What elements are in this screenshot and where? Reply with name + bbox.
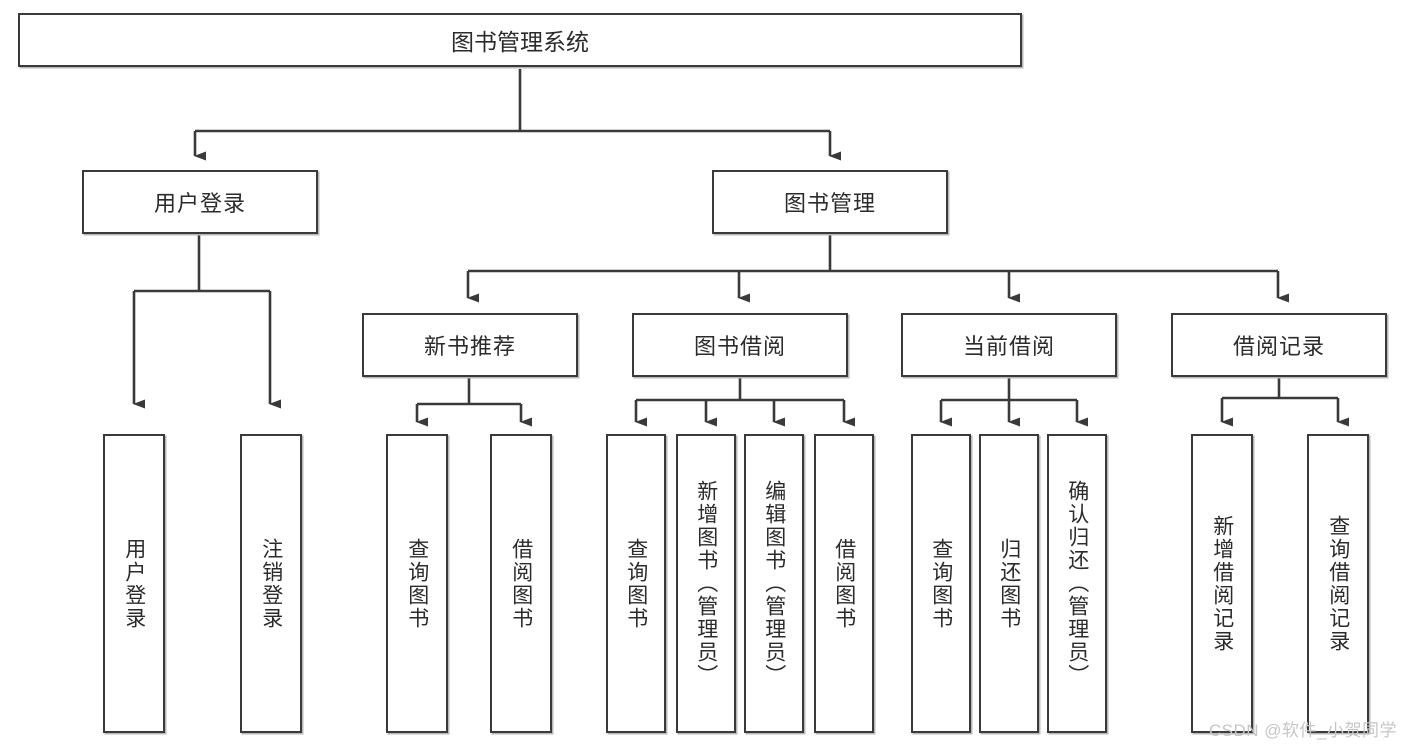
node-borrow-record-label: 借阅记录 bbox=[1232, 334, 1325, 359]
leaf-book-borrow-edit-label: 编辑图书（管理员） bbox=[762, 480, 786, 687]
leaf-user-login-login[interactable]: 用户登录 bbox=[103, 434, 165, 733]
leaf-current-borrow-return[interactable]: 归还图书 bbox=[979, 434, 1039, 733]
leaf-book-borrow-borrow[interactable]: 借阅图书 bbox=[814, 434, 874, 733]
node-root[interactable]: 图书管理系统 bbox=[18, 13, 1022, 67]
leaf-user-login-logout-label: 注销登录 bbox=[259, 537, 283, 630]
node-new-book-recommend-label: 新书推荐 bbox=[423, 334, 516, 359]
node-borrow-record[interactable]: 借阅记录 bbox=[1171, 313, 1387, 377]
node-book-borrow[interactable]: 图书借阅 bbox=[632, 313, 848, 377]
node-root-label: 图书管理系统 bbox=[451, 29, 589, 55]
leaf-book-borrow-edit[interactable]: 编辑图书（管理员） bbox=[744, 434, 804, 733]
leaf-borrow-record-query-label: 查询借阅记录 bbox=[1326, 514, 1350, 653]
leaf-current-borrow-query[interactable]: 查询图书 bbox=[911, 434, 971, 733]
leaf-book-borrow-query[interactable]: 查询图书 bbox=[606, 434, 666, 733]
leaf-current-borrow-return-label: 归还图书 bbox=[997, 537, 1021, 630]
leaf-current-borrow-query-label: 查询图书 bbox=[929, 537, 953, 630]
node-current-borrow[interactable]: 当前借阅 bbox=[901, 313, 1117, 377]
node-new-book-recommend[interactable]: 新书推荐 bbox=[362, 313, 578, 377]
node-book-management-label: 图书管理 bbox=[783, 191, 876, 216]
node-book-borrow-label: 图书借阅 bbox=[693, 334, 786, 359]
leaf-borrow-record-add-label: 新增借阅记录 bbox=[1210, 514, 1234, 653]
leaf-new-book-query-label: 查询图书 bbox=[405, 537, 429, 630]
node-book-management[interactable]: 图书管理 bbox=[712, 170, 948, 234]
leaf-book-borrow-borrow-label: 借阅图书 bbox=[832, 537, 856, 630]
leaf-new-book-borrow[interactable]: 借阅图书 bbox=[490, 434, 552, 733]
leaf-book-borrow-query-label: 查询图书 bbox=[624, 537, 648, 630]
leaf-current-borrow-confirm-label: 确认归还（管理员） bbox=[1065, 480, 1089, 687]
node-user-login[interactable]: 用户登录 bbox=[82, 170, 318, 234]
leaf-borrow-record-add[interactable]: 新增借阅记录 bbox=[1191, 434, 1253, 733]
leaf-new-book-borrow-label: 借阅图书 bbox=[509, 537, 533, 630]
leaf-user-login-login-label: 用户登录 bbox=[122, 537, 146, 630]
leaf-book-borrow-add-label: 新增图书（管理员） bbox=[694, 480, 718, 687]
node-user-login-label: 用户登录 bbox=[153, 191, 246, 216]
leaf-user-login-logout[interactable]: 注销登录 bbox=[240, 434, 302, 733]
leaf-book-borrow-add[interactable]: 新增图书（管理员） bbox=[676, 434, 736, 733]
leaf-current-borrow-confirm[interactable]: 确认归还（管理员） bbox=[1047, 434, 1107, 733]
node-current-borrow-label: 当前借阅 bbox=[962, 334, 1055, 359]
leaf-borrow-record-query[interactable]: 查询借阅记录 bbox=[1307, 434, 1369, 733]
leaf-new-book-query[interactable]: 查询图书 bbox=[386, 434, 448, 733]
